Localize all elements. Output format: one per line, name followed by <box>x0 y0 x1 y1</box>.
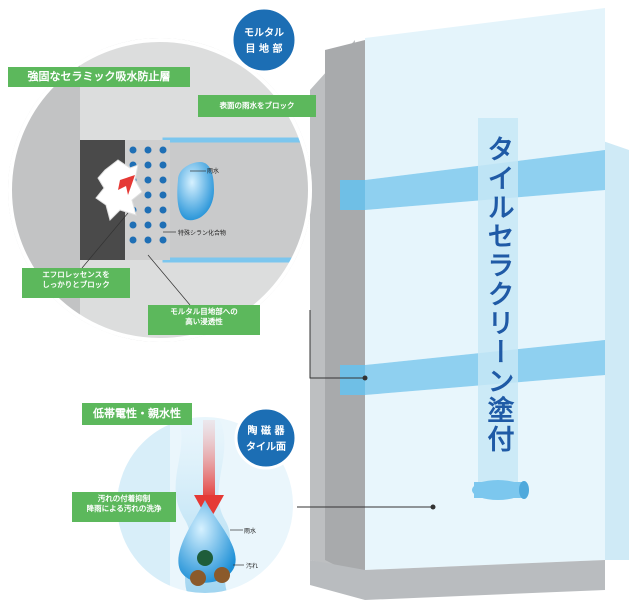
label-dirt-suppress-line1: 汚れの付着抑制 <box>97 494 151 503</box>
efflorescence-burst <box>95 159 143 221</box>
label-efflorescence-line2: しっかりとブロック <box>42 280 110 290</box>
wall-side-front <box>325 40 365 580</box>
dirt-particle <box>197 550 213 566</box>
pointer-lines <box>81 170 244 566</box>
label-block-rain: 表面の雨水をブロック <box>198 95 316 117</box>
label-dirt-suppress-line2: 降雨による汚れの洗浄 <box>86 504 162 514</box>
badge-mortar: モルタル 目 地 部 <box>230 6 298 74</box>
label-rain-top: 雨水 <box>207 168 220 175</box>
badge-tile-line2: タイル面 <box>246 441 286 453</box>
label-dirt: 汚れ <box>246 563 259 570</box>
label-dirt-suppress: 汚れの付着抑制 降雨による汚れの洗浄 <box>72 492 176 522</box>
label-efflorescence-line1: エフロレッセンスを <box>42 270 110 279</box>
water-drop-bottom <box>178 500 236 583</box>
badge-mortar-line1: モルタル <box>244 27 284 39</box>
label-efflorescence: エフロレッセンスを しっかりとブロック <box>22 268 130 298</box>
label-antistatic: 低帯電性・親水性 <box>82 403 192 425</box>
badge-tile: 陶 磁 器 タイル面 <box>234 406 298 470</box>
badge-tile-line1: 陶 磁 器 <box>248 424 286 437</box>
label-rain-bottom: 雨水 <box>244 528 257 535</box>
badge-mortar-line2: 目 地 部 <box>246 42 283 55</box>
connector-lines <box>292 310 436 510</box>
block-arrow-icon <box>118 175 135 195</box>
label-silane: 特殊シラン化合物 <box>178 230 227 237</box>
building: タイルセラクリーン塗付 <box>310 8 629 600</box>
dirt-particle <box>214 567 230 583</box>
label-ceramic-layer: 強固なセラミック吸水防止層 <box>8 67 190 87</box>
rear-wall <box>600 140 629 560</box>
label-penetration: モルタル目地部への 高い浸透性 <box>148 305 260 335</box>
label-penetration-line2: 高い浸透性 <box>185 317 223 327</box>
vertical-title: タイルセラクリーン塗付 <box>483 135 515 454</box>
dirt-particle <box>190 570 206 586</box>
label-penetration-line1: モルタル目地部への <box>170 307 238 316</box>
tile-panel-top <box>365 8 605 180</box>
water-drop-top <box>177 162 214 221</box>
joint-side-upper <box>340 180 365 210</box>
banner-ribbon <box>478 118 518 490</box>
joint-side-lower <box>340 365 365 395</box>
wall-base <box>310 560 605 600</box>
